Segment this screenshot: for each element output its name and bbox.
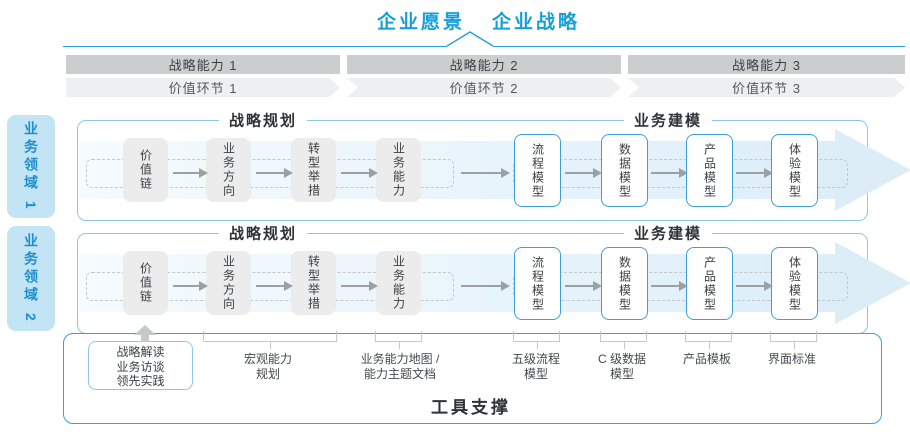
value-chain-box: 价值链 (123, 251, 168, 315)
flow-arrow-icon (256, 168, 293, 178)
domain-tab-2: 业务领域 2 (7, 226, 55, 331)
dashed-track-planning (86, 272, 454, 301)
flow-arrow-icon (256, 281, 293, 291)
flow-arrow-icon (341, 168, 378, 178)
data-model-box: 数据模型 (601, 247, 648, 320)
domain-2-panel: 战略规划 业务建模 价值链 业务方向 转型举措 业务能力 流程模型 数据模型 产… (77, 222, 910, 334)
business-modeling-title: 业务建模 (623, 222, 713, 244)
dashed-track-modeling (513, 272, 848, 301)
caret-up-icon (446, 31, 494, 47)
process-model-box: 流程模型 (514, 134, 561, 207)
enterprise-vision-title: 企业愿景 (377, 12, 466, 33)
bracket-capability-map (375, 331, 422, 349)
flow-arrow-icon (461, 168, 510, 178)
flow-arrow-icon (651, 168, 688, 178)
flow-arrow-icon (173, 168, 208, 178)
research-line: 业务访谈 (116, 359, 165, 374)
macro-capability-callout: 宏观能力 规划 (243, 352, 293, 381)
flow-arrow-icon (173, 281, 208, 291)
research-inputs-box: 战略解读 业务访谈 领先实践 (88, 341, 193, 390)
dashed-track-modeling (513, 159, 848, 188)
experience-model-box: 体验模型 (771, 134, 818, 207)
dashed-track-planning (86, 159, 454, 188)
product-template-callout: 产品模板 (682, 352, 732, 366)
bracket-process-model (513, 331, 560, 349)
business-capability-box: 业务能力 (376, 251, 421, 315)
flow-arrow-icon (461, 281, 510, 291)
domain-tab-2-label: 业务领域 2 (23, 232, 39, 325)
ui-standard-callout: 界面标准 (767, 352, 817, 366)
business-capability-box: 业务能力 (376, 138, 421, 202)
transformation-initiatives-box: 转型举措 (291, 251, 336, 315)
business-direction-box: 业务方向 (206, 251, 251, 315)
product-model-box: 产品模型 (686, 247, 733, 320)
title-rule-right (493, 46, 905, 47)
business-modeling-title: 业务建模 (623, 109, 713, 131)
data-model-callout: C 级数据 模型 (597, 352, 647, 381)
process-model-box: 流程模型 (514, 247, 561, 320)
value-link-bar-3: 价值环节 3 (628, 78, 905, 97)
domain-tab-1: 业务领域 1 (7, 115, 55, 218)
flow-arrow-icon (341, 281, 378, 291)
flow-arrow-icon (651, 281, 688, 291)
capability-bar-3: 战略能力 3 (628, 55, 905, 74)
research-line: 战略解读 (116, 345, 165, 359)
business-direction-box: 业务方向 (206, 138, 251, 202)
capability-bar-1: 战略能力 1 (66, 55, 340, 74)
enterprise-strategy-title: 企业战略 (492, 12, 581, 33)
up-arrow-stem (141, 334, 149, 342)
capability-bar-2: 战略能力 2 (347, 55, 621, 74)
title-rule-left (63, 46, 447, 47)
capability-map-callout: 业务能力地图 / 能力主题文档 (360, 352, 440, 381)
up-arrow-icon (134, 325, 156, 335)
tool-support-label: 工具支撑 (431, 398, 511, 417)
experience-model-box: 体验模型 (771, 247, 818, 320)
bracket-data-model (600, 331, 647, 349)
data-model-box: 数据模型 (601, 134, 648, 207)
bracket-macro-capability (203, 331, 337, 349)
process-model-callout: 五级流程 模型 (511, 352, 561, 381)
research-line: 领先实践 (116, 374, 165, 388)
product-model-box: 产品模型 (686, 134, 733, 207)
value-link-bar-1: 价值环节 1 (66, 78, 340, 97)
strategic-planning-title: 战略规划 (218, 109, 308, 131)
tool-support-container (63, 333, 882, 424)
bracket-product-template (685, 331, 732, 349)
flow-arrow-icon (565, 168, 602, 178)
flow-arrow-icon (736, 281, 773, 291)
flow-arrow-icon (736, 168, 773, 178)
strategic-planning-title: 战略规划 (218, 222, 308, 244)
domain-tab-1-label: 业务领域 1 (23, 120, 39, 213)
transformation-initiatives-box: 转型举措 (291, 138, 336, 202)
bracket-ui-standard (770, 331, 817, 349)
flow-arrow-icon (565, 281, 602, 291)
value-link-bar-2: 价值环节 2 (347, 78, 621, 97)
value-chain-box: 价值链 (123, 138, 168, 202)
domain-1-panel: 战略规划 业务建模 价值链 业务方向 转型举措 业务能力 流程模型 数据模型 产… (77, 109, 910, 221)
